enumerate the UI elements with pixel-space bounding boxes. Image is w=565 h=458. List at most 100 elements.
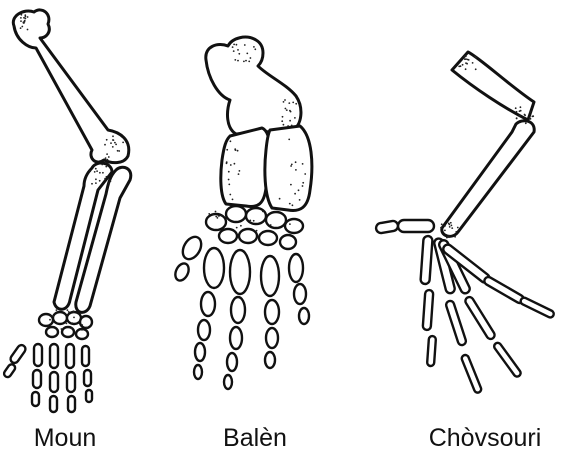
stipple-dot	[20, 17, 22, 19]
whale-ulna	[265, 126, 312, 210]
stipple-dot	[256, 230, 258, 232]
whale-carpals	[206, 206, 303, 249]
stipple-dot	[253, 220, 255, 222]
stipple-dot	[239, 170, 241, 172]
stipple-dot	[53, 315, 55, 317]
stipple-dot	[21, 14, 23, 16]
stipple-dot	[25, 18, 27, 20]
stipple-dot	[475, 68, 477, 70]
stipple-dot	[71, 322, 73, 324]
stipple-dot	[81, 329, 83, 331]
stipple-dot	[474, 56, 476, 58]
whale-radius	[221, 128, 270, 206]
stipple-dot	[244, 44, 246, 46]
stipple-dot	[529, 111, 531, 113]
stipple-dot	[291, 125, 293, 127]
stipple-dot	[448, 235, 450, 237]
stipple-dot	[107, 159, 109, 161]
stipple-dot	[27, 29, 29, 31]
stipple-dot	[215, 216, 217, 218]
stipple-dot	[465, 56, 467, 58]
stipple-dot	[99, 172, 101, 174]
whale-humerus	[206, 37, 301, 134]
stipple-dot	[302, 163, 304, 165]
stipple-dot	[113, 139, 115, 141]
stipple-dot	[114, 142, 116, 144]
stipple-dot	[288, 139, 290, 141]
stipple-dot	[240, 225, 242, 227]
stipple-dot	[294, 193, 296, 195]
stipple-dot	[249, 220, 251, 222]
stipple-dot	[283, 124, 285, 126]
stipple-dot	[110, 180, 112, 182]
stipple-dot	[212, 213, 214, 215]
stipple-dot	[530, 118, 532, 120]
stipple-dot	[21, 26, 23, 28]
stipple-dot	[243, 61, 245, 63]
stipple-dot	[104, 144, 106, 146]
stipple-dot	[86, 327, 88, 329]
stipple-dot	[444, 225, 446, 227]
stipple-dot	[283, 101, 285, 103]
stipple-dot	[446, 237, 448, 239]
stipple-dot	[448, 224, 450, 226]
stipple-dot	[91, 183, 93, 185]
stipple-dot	[101, 164, 103, 166]
stipple-dot	[115, 144, 117, 146]
stipple-dot	[287, 125, 289, 127]
stipple-dot	[112, 135, 114, 137]
stipple-dot	[302, 182, 304, 184]
stipple-dot	[464, 58, 466, 60]
stipple-dot	[449, 226, 451, 228]
stipple-dot	[520, 110, 522, 112]
stipple-dot	[466, 63, 468, 65]
stipple-dot	[295, 169, 297, 171]
stipple-dot	[298, 189, 300, 191]
stipple-dot	[94, 171, 96, 173]
stipple-dot	[23, 22, 25, 24]
stipple-dot	[81, 324, 83, 326]
stipple-dot	[525, 122, 527, 124]
bat-humerus	[452, 52, 534, 120]
label-whale: Balèn	[200, 420, 310, 456]
stipple-dot	[250, 57, 252, 59]
stipple-dot	[451, 225, 453, 227]
stipple-dot	[302, 185, 304, 187]
stipple-dot	[532, 115, 534, 117]
stipple-dot	[286, 109, 288, 111]
stipple-dot	[95, 182, 97, 184]
stipple-dot	[457, 227, 459, 229]
stipple-dot	[289, 120, 291, 122]
stipple-dot	[294, 117, 296, 119]
stipple-dot	[440, 227, 442, 229]
stipple-dot	[217, 217, 219, 219]
stipple-dot	[289, 203, 291, 205]
bat-radius	[442, 121, 534, 237]
stipple-dot	[230, 164, 232, 166]
stipple-dot	[451, 227, 453, 229]
stipple-dot	[118, 150, 120, 152]
stipple-dot	[25, 16, 27, 18]
stipple-dot	[20, 27, 22, 29]
stipple-dot	[95, 178, 97, 180]
stipple-dot	[248, 61, 250, 63]
stipple-dot	[295, 161, 297, 163]
stipple-dot	[237, 60, 239, 62]
stipple-dot	[49, 319, 51, 321]
stipple-dot	[285, 108, 287, 110]
stipple-dot	[67, 309, 69, 311]
stipple-dot	[106, 153, 108, 155]
stipple-dot	[291, 164, 293, 166]
stipple-dot	[228, 179, 230, 181]
stipple-dot	[233, 50, 235, 52]
stipple-dot	[262, 211, 264, 213]
stipple-dot	[281, 120, 283, 122]
stipple-dot	[106, 176, 108, 178]
bat-thumb	[375, 220, 434, 234]
stipple-dot	[236, 227, 238, 229]
stipple-dot	[295, 103, 297, 105]
stipple-dot	[282, 116, 284, 118]
stipple-dot	[215, 211, 217, 213]
stipple-dot	[290, 165, 292, 167]
stipple-dot	[218, 215, 220, 217]
